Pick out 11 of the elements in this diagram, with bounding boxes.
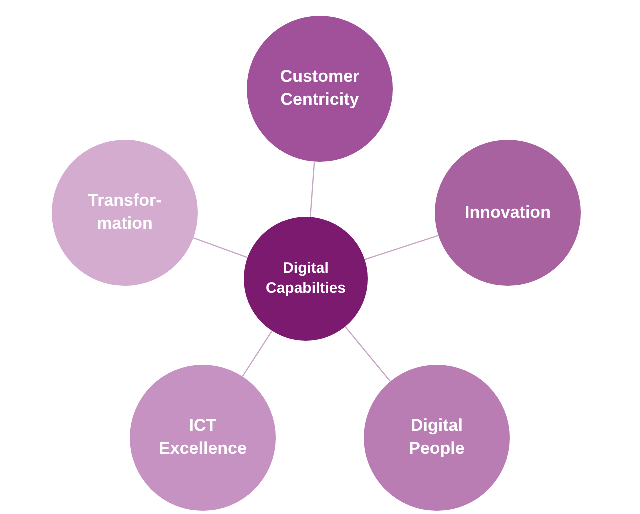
- node-label: ICT Excellence: [158, 415, 248, 460]
- connector-line: [310, 162, 316, 218]
- node-label: Transfor- mation: [87, 190, 163, 235]
- node-label: Customer Centricity: [279, 66, 361, 111]
- connector-line: [364, 235, 439, 260]
- node-label: Digital Capabilties: [264, 258, 348, 299]
- connector-line: [193, 237, 248, 258]
- connector-line: [242, 330, 273, 378]
- node-label: Innovation: [464, 202, 552, 224]
- node-label: Digital People: [408, 415, 466, 460]
- connector-line: [344, 326, 392, 382]
